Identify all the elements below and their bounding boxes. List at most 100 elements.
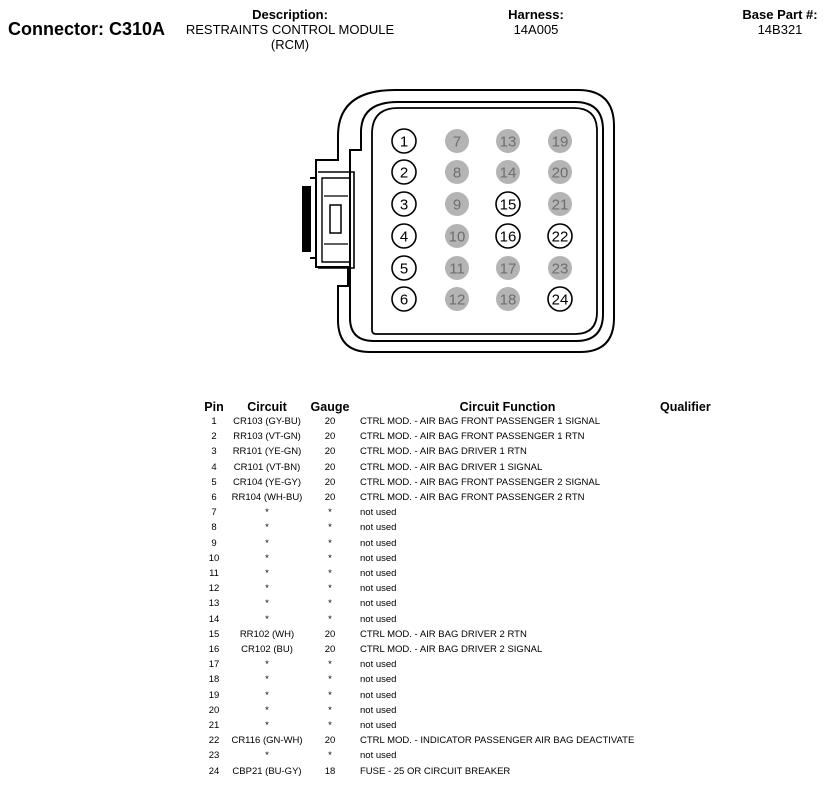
cell-pin: 23 (208, 750, 220, 762)
table-row: 20**not used (199, 703, 720, 718)
cell-pin: 22 (208, 735, 220, 747)
cell-function: CTRL MOD. - AIR BAG DRIVER 2 RTN (360, 628, 527, 640)
cell-gauge: * (328, 598, 332, 610)
pin-cavity-7 (445, 129, 469, 153)
table-row: 12**not used (199, 581, 720, 596)
cell-circuit: RR103 (VT-GN) (233, 431, 301, 443)
cell-pin: 11 (209, 568, 219, 580)
cell-function: not used (360, 537, 397, 549)
table-header-row: Pin Circuit Gauge Circuit Function Quali… (199, 397, 720, 414)
cell-gauge: 20 (324, 476, 336, 488)
cell-circuit: * (265, 583, 269, 595)
cell-pin: 18 (208, 674, 220, 686)
cell-qualifier (660, 733, 720, 748)
cell-circuit: CR102 (BU) (241, 644, 293, 656)
pin-cavity-3 (391, 191, 417, 217)
cell-circuit: * (265, 507, 269, 519)
cell-function: not used (360, 568, 397, 580)
pin-cavity-6 (391, 286, 417, 312)
pin-cavity-24 (547, 286, 573, 312)
pin-cavity-23 (548, 256, 572, 280)
pin-number-24: 24 (552, 292, 569, 309)
cell-circuit: * (265, 720, 269, 732)
pin-number-10: 10 (449, 229, 466, 246)
description-label: Description: (252, 7, 328, 22)
cell-pin: 15 (208, 628, 220, 640)
harness-label: Harness: (508, 7, 564, 22)
pin-number-6: 6 (400, 292, 408, 309)
cell-function: not used (360, 552, 397, 564)
cell-pin: 8 (211, 522, 217, 534)
cell-function: CTRL MOD. - AIR BAG DRIVER 1 RTN (360, 446, 527, 458)
pin-number-14: 14 (500, 165, 517, 182)
cell-gauge: 20 (324, 735, 336, 747)
cell-pin: 13 (208, 598, 220, 610)
base-part-label: Base Part #: (742, 7, 818, 22)
cell-qualifier (660, 748, 720, 763)
table-row: 23**not used (199, 748, 720, 763)
cell-gauge: * (328, 507, 332, 519)
cell-pin: 9 (211, 537, 217, 549)
cell-gauge: 20 (324, 446, 336, 458)
table-row: 11**not used (199, 566, 720, 581)
harness-block: Harness: 14A005 (496, 7, 576, 37)
cell-function: not used (360, 598, 397, 610)
description-block: Description: RESTRAINTS CONTROL MODULE (… (180, 7, 400, 52)
cell-qualifier (660, 581, 720, 596)
pin-cavity-5 (391, 255, 417, 281)
pin-number-9: 9 (453, 197, 461, 214)
cell-function: CTRL MOD. - AIR BAG FRONT PASSENGER 2 SI… (360, 476, 601, 488)
pin-number-8: 8 (453, 165, 461, 182)
cell-function: CTRL MOD. - AIR BAG FRONT PASSENGER 1 SI… (360, 416, 601, 427)
pin-number-23: 23 (552, 261, 569, 278)
col-header-qualifier: Qualifier (660, 400, 711, 414)
cell-pin: 5 (211, 476, 217, 488)
cell-circuit: CR103 (GY-BU) (233, 416, 301, 427)
cell-qualifier (660, 505, 720, 520)
cell-gauge: * (328, 674, 332, 686)
pin-number-21: 21 (552, 197, 569, 214)
cell-circuit: * (265, 537, 269, 549)
cell-circuit: CR101 (VT-BN) (233, 461, 301, 473)
table-row: 7**not used (199, 505, 720, 520)
pin-cavity-20 (548, 160, 572, 184)
cell-function: not used (360, 689, 397, 701)
cell-pin: 20 (208, 704, 220, 716)
cell-circuit: * (265, 659, 269, 671)
cell-circuit: * (265, 704, 269, 716)
col-header-pin: Pin (204, 400, 224, 414)
description-line2: (RCM) (270, 37, 310, 52)
cell-function: FUSE - 25 OR CIRCUIT BREAKER (360, 765, 511, 777)
cell-qualifier (660, 429, 720, 444)
cell-pin: 17 (208, 659, 220, 671)
cell-qualifier (660, 414, 720, 429)
cell-qualifier (660, 536, 720, 551)
cell-pin: 2 (211, 431, 217, 443)
housing-outer (315, 89, 615, 353)
table-row: 14**not used (199, 612, 720, 627)
latch-tab (302, 186, 311, 252)
pin-cavity-8 (445, 160, 469, 184)
pin-number-11: 11 (449, 261, 465, 278)
cell-qualifier (660, 688, 720, 703)
cell-qualifier (660, 657, 720, 672)
cell-function: not used (360, 704, 397, 716)
cell-gauge: * (328, 583, 332, 595)
pin-number-2: 2 (400, 165, 408, 182)
col-header-gauge: Gauge (310, 400, 350, 414)
housing-inner (349, 101, 604, 342)
table-row: 19**not used (199, 688, 720, 703)
cell-gauge: * (328, 522, 332, 534)
cell-qualifier (660, 612, 720, 627)
pin-cavity-22 (547, 223, 573, 249)
cell-circuit: * (265, 674, 269, 686)
cell-qualifier (660, 642, 720, 657)
cell-circuit: * (265, 552, 269, 564)
cell-pin: 14 (208, 613, 220, 625)
cell-circuit: * (265, 750, 269, 762)
cell-circuit: CR116 (GN-WH) (231, 735, 303, 747)
